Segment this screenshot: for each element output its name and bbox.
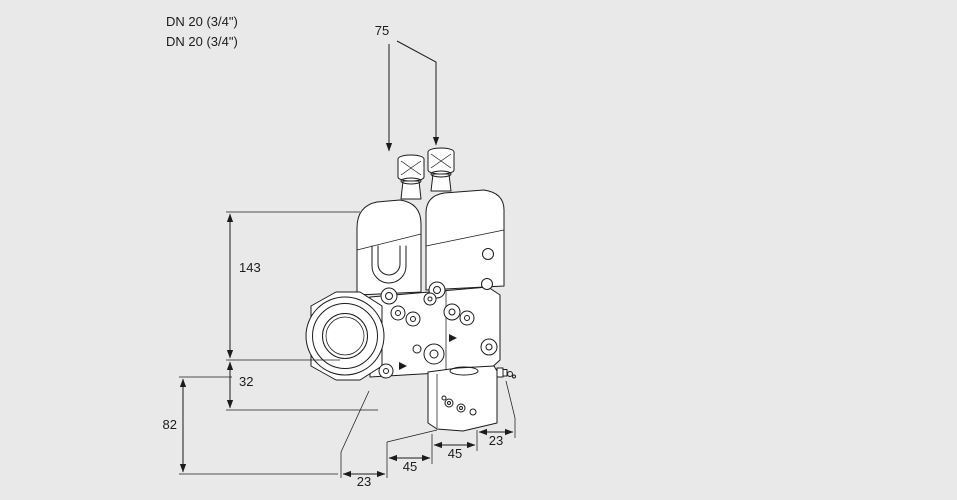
port-bore-circle [322,313,368,359]
dim-label-143: 143 [239,260,261,275]
right-coil-boss [482,248,494,260]
right-cap-neck [430,173,452,192]
left-cap-collar [400,177,422,185]
port-thread-circle [325,316,365,356]
flange-mid-circle [312,303,378,369]
inlet-flange [305,291,385,381]
extension-lines [179,211,516,478]
dim-label-32: 32 [239,374,253,389]
left-cap-neck [400,180,422,200]
dim-label-75: 75 [375,23,389,38]
flow-direction-arrow-right [449,334,457,342]
dim-label-82: 82 [163,417,177,432]
dim-label-23-left: 23 [357,474,371,489]
bottom-block-top-port [449,366,479,376]
dim-label-23-right: 23 [489,433,503,448]
right-actuator [425,147,505,291]
bottom-block-body [427,365,498,432]
flow-direction-arrow-left [399,362,407,370]
right-cap-knurl [430,153,452,169]
left-cap-knurl [400,160,422,176]
yoke-inner [377,245,401,276]
labels: DN 20 (3/4") DN 20 (3/4") 75 143 32 82 2… [163,14,504,489]
right-coil-housing [425,189,505,291]
right-cap-collar [430,170,452,178]
bottom-block [427,365,498,432]
port-size-label-bottom: DN 20 (3/4") [166,34,238,49]
left-coil-seam [356,233,422,251]
flange-outer-circle [305,296,385,376]
body-details [378,278,498,379]
dim-75-right-leader [396,40,440,146]
left-actuator [356,154,425,296]
port-size-label-top: DN 20 (3/4") [166,14,238,29]
dim-label-45-right: 45 [448,446,462,461]
test-nipple [496,367,516,379]
dimension-lines [179,40,514,478]
right-coil-seam [425,229,505,247]
dim-label-45-left: 45 [403,459,417,474]
yoke-outer [371,245,407,284]
